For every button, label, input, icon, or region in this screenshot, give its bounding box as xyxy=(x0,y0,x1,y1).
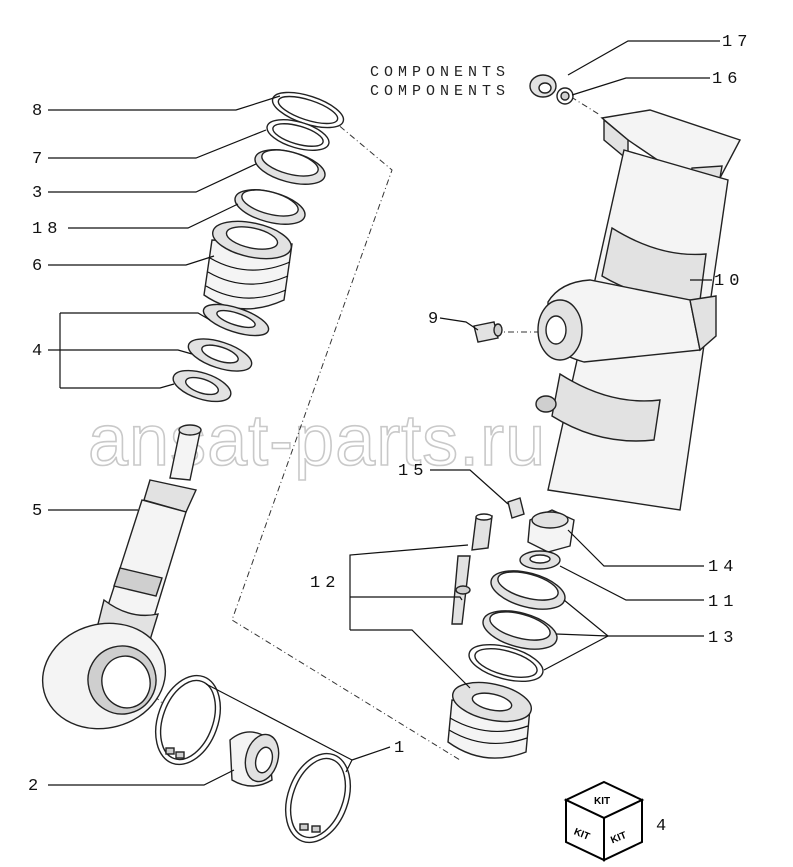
callout-10: 10 xyxy=(714,272,744,291)
part-9-grease-nipple xyxy=(473,321,503,343)
part-5-piston-rod xyxy=(41,424,202,730)
part-1-circlip-b xyxy=(285,752,351,844)
components-label-1: COMPONENTS xyxy=(370,64,510,81)
part-18-seal xyxy=(234,189,306,225)
kit-cube-icon: KIT KIT KIT xyxy=(563,780,645,862)
components-label-2: COMPONENTS xyxy=(370,83,510,100)
kit-label-top: KIT xyxy=(594,796,610,807)
callout-15: 15 xyxy=(398,462,428,481)
part-11-washer xyxy=(519,550,561,570)
callout-6: 6 xyxy=(32,257,47,276)
part-3-seal xyxy=(254,149,326,185)
part-4-seal-b xyxy=(187,338,253,372)
callout-2: 2 xyxy=(28,777,43,796)
part-16-washer xyxy=(556,87,574,105)
part-12-pin xyxy=(471,513,493,551)
part-13-seal-a xyxy=(490,570,566,610)
part-4-seal-c xyxy=(172,369,232,403)
callout-5: 5 xyxy=(32,502,47,521)
callout-14: 14 xyxy=(708,558,738,577)
callout-11: 11 xyxy=(708,593,738,612)
part-10-cylinder-body xyxy=(535,109,742,511)
part-17-cap-nut xyxy=(529,74,557,98)
part-2-bushing xyxy=(229,731,280,787)
callout-3: 3 xyxy=(32,184,47,203)
part-7-ring xyxy=(266,119,330,151)
callout-1: 1 xyxy=(394,739,409,758)
part-12-piston xyxy=(447,681,533,759)
callout-13: 13 xyxy=(708,629,738,648)
part-6-gland xyxy=(203,220,293,310)
part-13-seal-b xyxy=(482,610,558,650)
callout-4: 4 xyxy=(32,342,47,361)
part-14-nut xyxy=(527,509,575,553)
callout-18: 18 xyxy=(32,220,62,239)
callout-17: 17 xyxy=(722,33,752,52)
callout-7: 7 xyxy=(32,150,47,169)
callout-8: 8 xyxy=(32,102,47,121)
callout-16: 16 xyxy=(712,70,742,89)
part-4-seal-a xyxy=(202,303,270,337)
callout-12: 12 xyxy=(310,574,340,593)
part-15-plug xyxy=(507,497,525,519)
kit-number: 4 xyxy=(656,817,671,836)
part-1-circlip-a xyxy=(155,674,221,766)
watermark-text: ansat-parts.ru xyxy=(88,401,546,481)
part-13-seal-c xyxy=(468,643,544,683)
part-12-bolt xyxy=(451,555,471,625)
callout-9: 9 xyxy=(428,310,443,329)
leader-lines xyxy=(48,40,720,786)
